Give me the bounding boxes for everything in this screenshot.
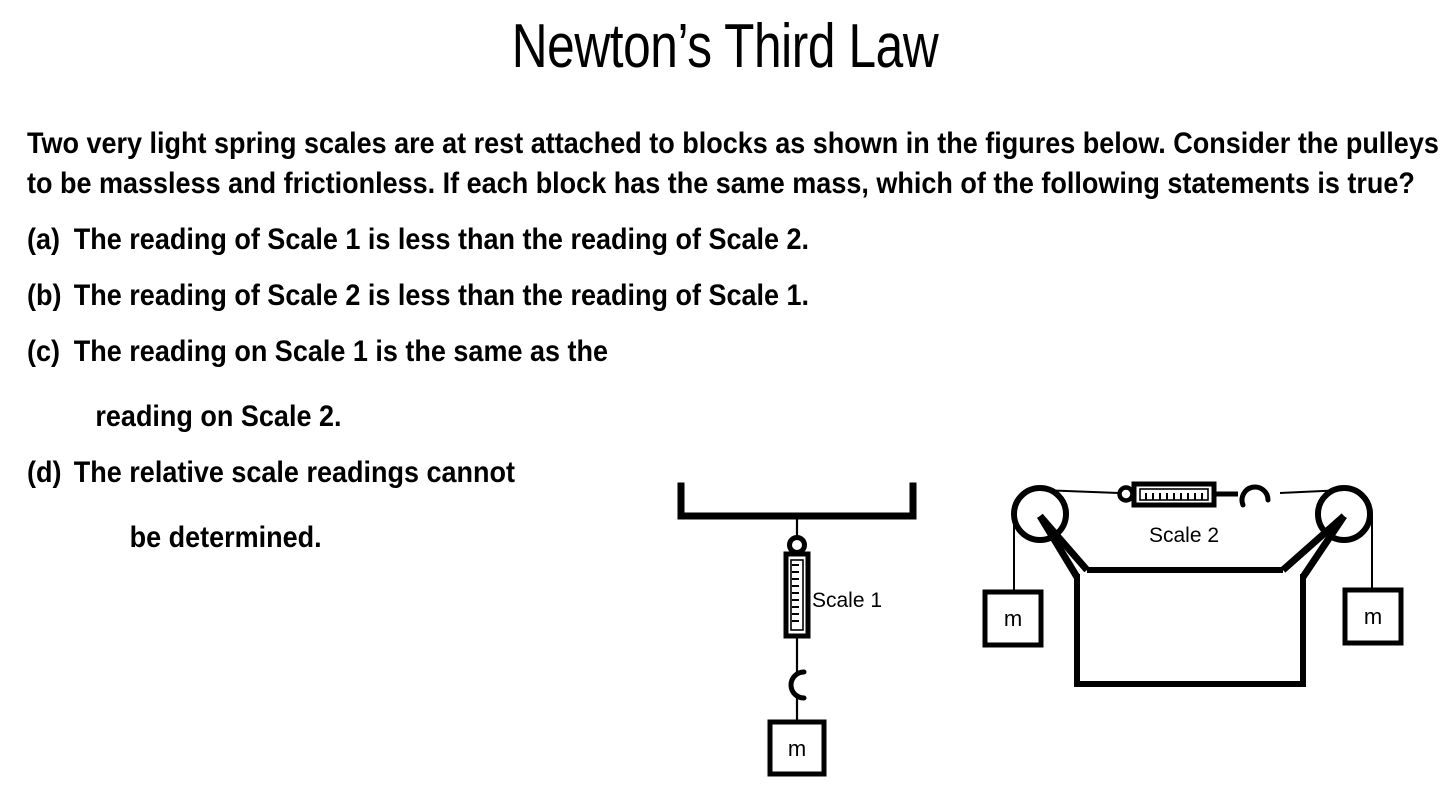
scale-1-label: Scale 1	[812, 589, 882, 612]
left-mass-block: m	[982, 589, 1044, 648]
hook-icon	[788, 669, 807, 701]
choice-c[interactable]: (c) The reading on Scale 1 is the same a…	[27, 332, 1446, 372]
choice-d-continuation-row: be determined.	[27, 503, 1446, 558]
mass-block: m	[767, 719, 827, 777]
table-stand	[1074, 567, 1306, 687]
choice-b[interactable]: (b) The reading of Scale 2 is less than …	[27, 276, 1446, 316]
left-mass-label: m	[1004, 606, 1022, 631]
intro-paragraph: Two very light spring scales are at rest…	[27, 127, 1439, 200]
right-mass-label: m	[1364, 604, 1382, 629]
mass-block-label: m	[788, 736, 806, 761]
choice-a[interactable]: (a) The reading of Scale 1 is less than …	[27, 220, 1446, 260]
choice-c-marker: (c)	[27, 335, 61, 368]
choice-c-continuation-row: reading on Scale 2.	[27, 382, 1446, 437]
text-content: Two very light spring scales are at rest…	[27, 124, 1447, 574]
choice-d-continuation: be determined.	[129, 521, 322, 554]
choice-c-continuation: reading on Scale 2.	[95, 400, 342, 433]
right-mass-block: m	[1342, 587, 1404, 646]
choice-b-text: The reading of Scale 2 is less than the …	[73, 279, 810, 312]
page-title: Newton’s Third Law	[511, 12, 939, 81]
choice-c-text: The reading on Scale 1 is the same as th…	[73, 335, 609, 368]
choice-a-marker: (a)	[27, 223, 61, 256]
choice-d-marker: (d)	[27, 456, 62, 489]
choice-b-marker: (b)	[27, 279, 62, 312]
choice-d[interactable]: (d) The relative scale readings cannot	[27, 453, 1446, 493]
choice-a-text: The reading of Scale 1 is less than the …	[73, 223, 810, 256]
choice-d-text: The relative scale readings cannot	[73, 456, 515, 489]
